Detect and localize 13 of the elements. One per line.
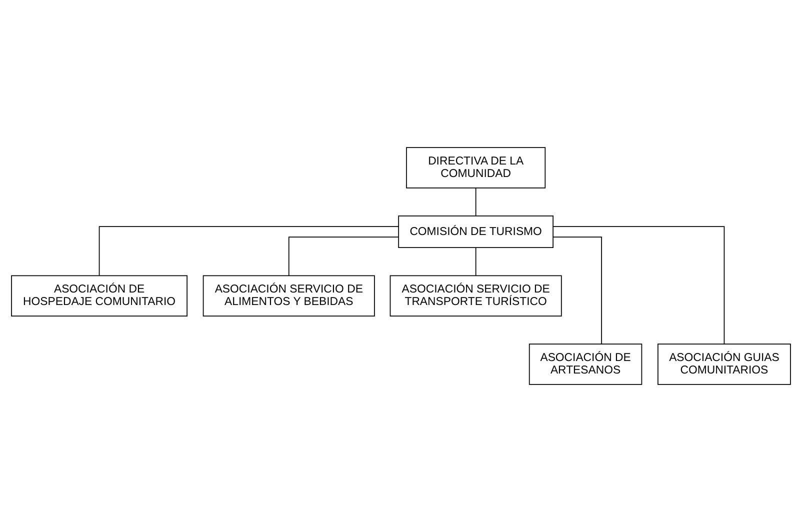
connector xyxy=(475,187,476,216)
node-box: ASOCIACIÓN SERVICIO DE TRANSPORTE TURÍSTICO xyxy=(390,274,562,316)
node-box: DIRECTIVA DE LA COMUNIDAD xyxy=(406,146,546,188)
connector xyxy=(552,236,602,344)
node-box: COMISIÓN DE TURISMO xyxy=(398,215,554,248)
connector xyxy=(475,246,476,276)
connector xyxy=(98,226,399,276)
node-box: ASOCIACIÓN DE HOSPEDAJE COMUNITARIO xyxy=(11,274,188,316)
node-box: ASOCIACIÓN GUIAS COMUNITARIOS xyxy=(658,343,791,384)
connector xyxy=(552,226,725,344)
connector xyxy=(288,236,399,276)
node-box: ASOCIACIÓN SERVICIO DE ALIMENTOS Y BEBIDAS xyxy=(202,274,375,316)
node-box: ASOCIACIÓN DE ARTESANOS xyxy=(528,343,642,384)
